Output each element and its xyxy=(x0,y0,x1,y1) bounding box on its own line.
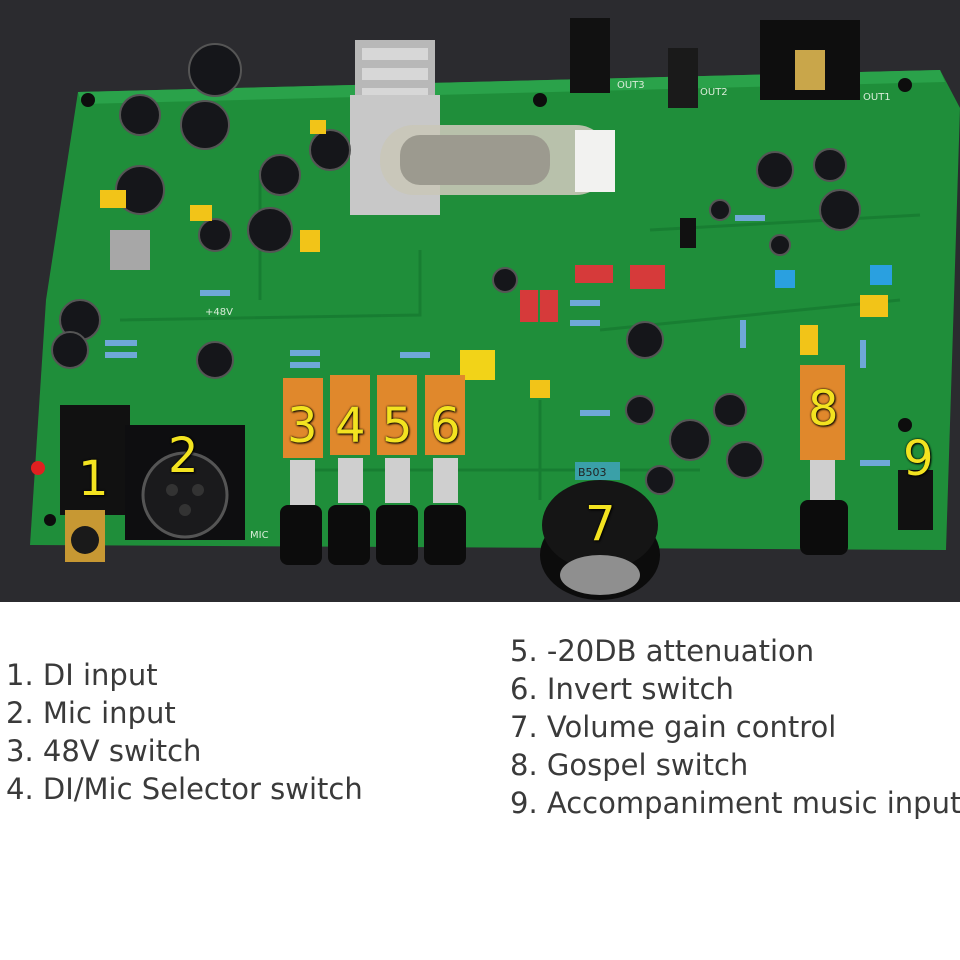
legend-left-column: 1. DI input 2. Mic input 3. 48V switch 4… xyxy=(6,656,363,808)
out2-label: OUT2 xyxy=(700,87,728,98)
out1-label: OUT1 xyxy=(863,92,891,103)
push-switch-row xyxy=(280,375,466,565)
out3-jack xyxy=(570,18,610,93)
legend-item-di-input: 1. DI input xyxy=(6,658,158,692)
di-input-jack xyxy=(60,405,130,515)
circuit-board-photo: OUT3 OUT2 OUT1 +48V MIC B503 1 2 3 4 5 6… xyxy=(0,0,960,602)
legend-item-48v-switch: 3. 48V switch xyxy=(6,734,202,768)
feature-legend: 1. DI input 2. Mic input 3. 48V switch 4… xyxy=(0,602,960,960)
legend-item-selector-switch: 4. DI/Mic Selector switch xyxy=(6,772,363,806)
out3-label: OUT3 xyxy=(617,80,645,91)
legend-right-column: 5. -20DB attenuation 6. Invert switch 7.… xyxy=(510,632,960,822)
legend-item-accompaniment-input: 9. Accompaniment music input xyxy=(510,786,960,820)
callout-5: 5 xyxy=(382,398,413,454)
circuit-board-illustration: OUT3 OUT2 OUT1 +48V MIC B503 xyxy=(30,18,960,600)
gospel-switch xyxy=(800,365,845,460)
legend-item-invert-switch: 6. Invert switch xyxy=(510,672,734,706)
out2-jack xyxy=(668,48,698,108)
voltage-label: +48V xyxy=(205,307,233,318)
side-label: MIC xyxy=(250,530,269,541)
legend-item-attenuation: 5. -20DB attenuation xyxy=(510,634,815,668)
legend-item-mic-input: 2. Mic input xyxy=(6,696,176,730)
legend-item-gospel-switch: 8. Gospel switch xyxy=(510,748,749,782)
callout-7: 7 xyxy=(585,496,616,552)
callout-1: 1 xyxy=(78,451,109,507)
legend-item-volume-control: 7. Volume gain control xyxy=(510,710,837,744)
callout-8: 8 xyxy=(808,381,839,437)
callout-3: 3 xyxy=(287,398,318,454)
pcb-board xyxy=(30,70,960,550)
callout-4: 4 xyxy=(335,398,366,454)
callout-9: 9 xyxy=(903,431,934,487)
knob-part-label: B503 xyxy=(578,466,607,479)
callout-2: 2 xyxy=(168,428,199,484)
accompaniment-jack xyxy=(898,470,933,530)
callout-6: 6 xyxy=(430,398,461,454)
